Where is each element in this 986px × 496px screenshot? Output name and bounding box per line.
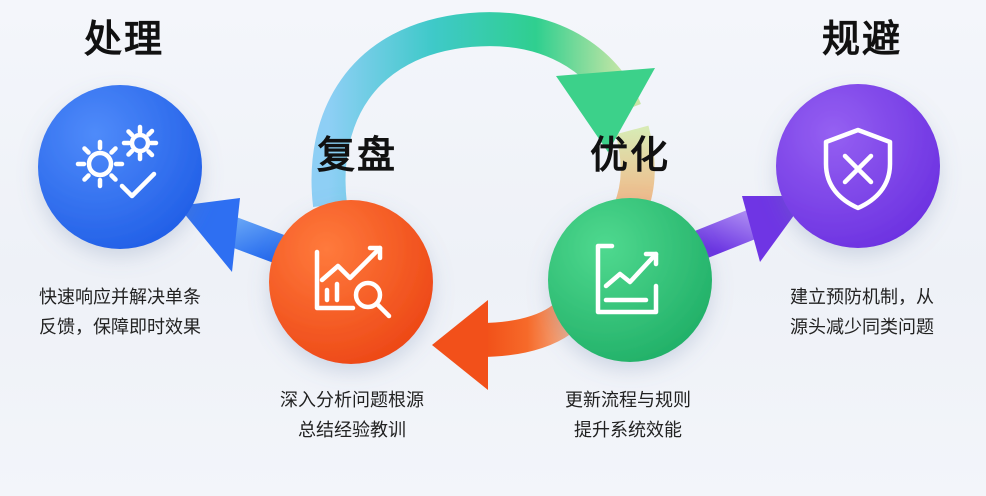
avoid-description: 建立预防机制，从 源头减少同类问题 [762,283,962,343]
optimize-description-line: 更新流程与规则 [565,390,691,411]
optimize-description: 更新流程与规则 提升系统效能 [548,386,708,446]
gears-check-icon [75,124,159,199]
node-handle [38,85,202,249]
review-description-line: 总结经验教训 [298,420,406,441]
avoid-description-line: 源头减少同类问题 [790,317,934,338]
node-optimize [548,198,712,362]
chart-magnifier-icon [314,245,392,319]
node-review [269,200,433,364]
optimize-title: 优化 [590,133,671,177]
arc-optimize-to-review [432,295,590,390]
arrow-head-left-icon [178,198,240,272]
review-description: 深入分析问题根源 总结经验教训 [264,386,440,446]
handle-title: 处理 [84,17,165,61]
handle-description-line: 快速响应并解决单条 [39,287,201,308]
handle-description-line: 反馈，保障即时效果 [39,317,201,338]
arrow-head-top-icon [556,68,655,152]
review-description-line: 深入分析问题根源 [280,390,424,411]
shield-x-icon [823,127,893,211]
node-avoid [776,84,940,248]
review-title: 复盘 [317,133,398,177]
arc-review-to-optimize [311,12,655,217]
optimize-description-line: 提升系统效能 [574,420,682,441]
avoid-title: 规避 [822,17,903,61]
avoid-description-line: 建立预防机制，从 [790,287,934,308]
arrow-head-bottom-icon [432,300,488,390]
document-chart-icon [595,243,659,315]
handle-description: 快速响应并解决单条 反馈，保障即时效果 [20,283,220,343]
